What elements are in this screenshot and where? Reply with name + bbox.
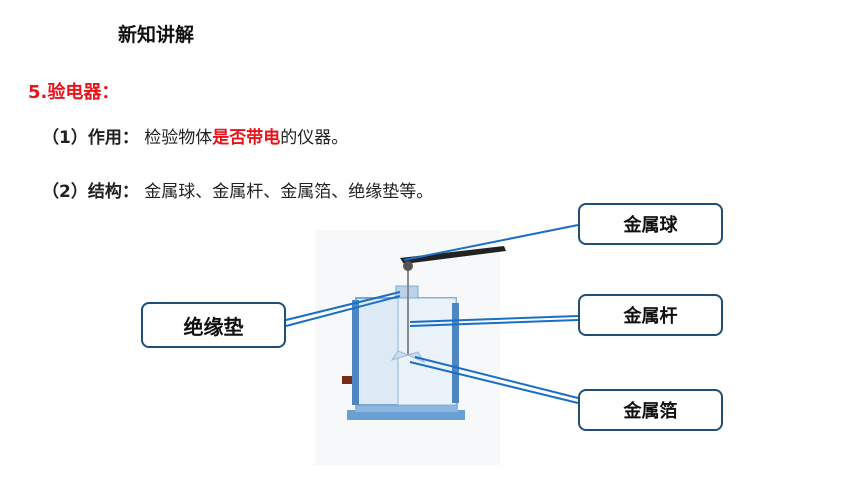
callout-line-rod-2 xyxy=(409,319,579,327)
structure-prefix: （2）结构： xyxy=(42,182,139,202)
structure-text: 金属球、金属杆、金属箔、绝缘垫等。 xyxy=(144,182,434,202)
label-insulating-pad: 绝缘垫 xyxy=(141,302,286,348)
foil-leaf-left xyxy=(390,350,410,361)
function-prefix: （1）作用： xyxy=(42,128,139,148)
glass-frame-left xyxy=(352,300,359,405)
glass-frame-right xyxy=(452,303,459,403)
callout-line-foil-1 xyxy=(414,356,579,399)
function-line: （1）作用： 检验物体是否带电的仪器。 xyxy=(42,123,348,148)
electroscope-base xyxy=(347,410,465,420)
function-text-b: 的仪器。 xyxy=(280,128,349,148)
callout-line-pad-2 xyxy=(285,295,401,327)
glass-case-side xyxy=(397,297,457,406)
top-arm xyxy=(400,246,506,264)
section-title: 新知讲解 xyxy=(118,24,195,46)
side-terminal xyxy=(342,376,352,384)
function-highlight: 是否带电 xyxy=(212,128,281,148)
callout-line-ball xyxy=(403,224,579,261)
structure-line: （2）结构： 金属球、金属杆、金属箔、绝缘垫等。 xyxy=(42,177,433,202)
label-metal-ball: 金属球 xyxy=(578,203,723,245)
label-metal-rod: 金属杆 xyxy=(578,294,723,336)
electroscope-base-top xyxy=(355,403,458,412)
function-text-a: 检验物体 xyxy=(144,128,213,148)
callout-line-pad-1 xyxy=(285,291,401,321)
label-metal-foil: 金属箔 xyxy=(578,389,723,431)
callout-line-foil-2 xyxy=(409,361,579,404)
metal-ball xyxy=(403,261,413,271)
callout-line-rod xyxy=(409,315,579,323)
item-title: 5.验电器： xyxy=(28,82,120,103)
